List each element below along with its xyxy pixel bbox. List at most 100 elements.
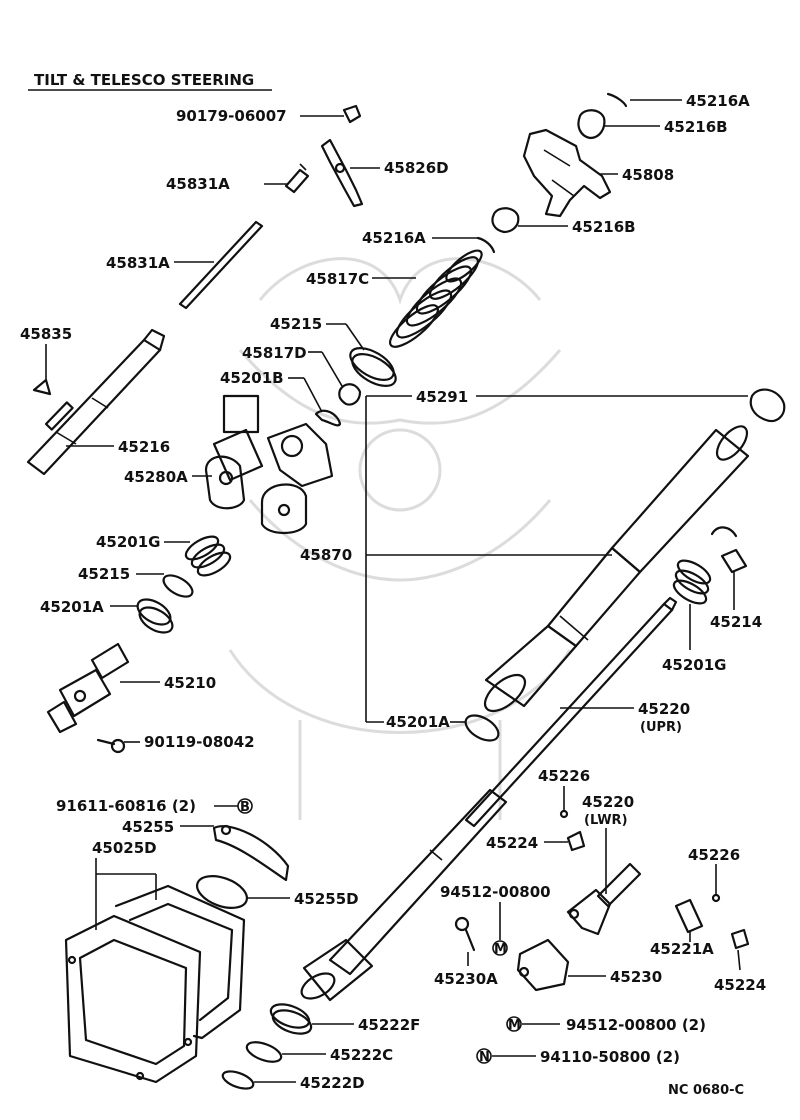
part-45222D-ring xyxy=(221,1070,255,1090)
part-45831A-pin-small xyxy=(284,163,310,194)
label-45215-lower: 45215 xyxy=(78,565,130,583)
label-45870: 45870 xyxy=(300,546,352,564)
label-45210: 45210 xyxy=(164,674,216,692)
part-45222F-cap xyxy=(269,1003,313,1035)
part-45201A-ring-right xyxy=(464,714,500,742)
diagram-title: TILT & TELESCO STEERING xyxy=(34,71,254,89)
part-45216-main-shaft xyxy=(26,328,166,476)
label-45230: 45230 xyxy=(610,968,662,986)
label-45220-lwr-qualifier: (LWR) xyxy=(584,813,628,828)
label-45220-upr: 45220 xyxy=(638,700,690,718)
label-45280A: 45280A xyxy=(124,468,188,486)
part-45291-cap xyxy=(749,388,786,423)
part-45221A-pin xyxy=(674,898,704,934)
part-45255D-oring xyxy=(196,875,248,909)
part-45220-upr-shaft xyxy=(464,596,678,828)
label-90179-06007: 90179-06007 xyxy=(176,107,287,125)
label-45226-top: 45226 xyxy=(538,767,590,785)
label-45201A-left: 45201A xyxy=(40,598,104,616)
part-45215-ring-upper xyxy=(349,347,397,387)
label-45221A: 45221A xyxy=(650,940,714,958)
label-45817C: 45817C xyxy=(306,270,369,288)
symbol-b: B xyxy=(237,798,253,815)
label-45215-upper: 45215 xyxy=(270,315,322,333)
label-45222C: 45222C xyxy=(330,1046,393,1064)
part-45224-clip-mid xyxy=(566,830,586,852)
part-45831A-rod xyxy=(178,220,264,310)
part-45214-clip xyxy=(710,526,748,574)
label-45216B-top: 45216B xyxy=(664,118,728,136)
label-94512-00800: 94512-00800 xyxy=(440,883,551,901)
footer-code: NC 0680-C xyxy=(668,1083,744,1098)
part-45215-ring-lower xyxy=(162,574,194,598)
label-45224-right: 45224 xyxy=(714,976,766,994)
label-45224-mid: 45224 xyxy=(486,834,538,852)
label-45201B: 45201B xyxy=(220,369,284,387)
label-45025D: 45025D xyxy=(92,839,157,857)
part-45216B-bushing-mid xyxy=(491,207,520,234)
label-94512-00800-2: 94512-00800 (2) xyxy=(566,1016,706,1034)
part-45826D-lever xyxy=(320,138,364,208)
symbol-m-legend-text: M xyxy=(508,1018,521,1033)
label-45222D: 45222D xyxy=(300,1074,365,1092)
part-45222C-ring xyxy=(245,1041,283,1063)
label-94110-50800-2: 94110-50800 (2) xyxy=(540,1048,680,1066)
part-45220-lwr-tube xyxy=(300,788,508,1002)
part-45201A-ring-left xyxy=(136,598,174,634)
label-45255: 45255 xyxy=(122,818,174,836)
label-45255D: 45255D xyxy=(294,890,359,908)
symbol-n-legend-text: N xyxy=(479,1050,490,1065)
label-45808: 45808 xyxy=(622,166,674,184)
part-45201G-bellows-right xyxy=(672,559,712,605)
label-45216A-mid: 45216A xyxy=(362,229,426,247)
part-45201B-snap-ring xyxy=(314,409,342,427)
part-45230A-bolt xyxy=(454,916,476,952)
watermark-crest xyxy=(228,257,572,820)
symbol-n-legend: N xyxy=(476,1048,492,1065)
label-45216: 45216 xyxy=(118,438,170,456)
label-45230A: 45230A xyxy=(434,970,498,988)
label-90119-08042: 90119-08042 xyxy=(144,733,255,751)
part-45201G-bellows-left xyxy=(184,535,232,577)
label-45222F: 45222F xyxy=(358,1016,420,1034)
part-90179-06007-nut xyxy=(342,104,362,124)
label-45201A-right: 45201A xyxy=(386,713,450,731)
part-45230-bracket xyxy=(516,938,570,992)
part-45817D-bushing xyxy=(338,383,362,406)
part-45808-tilt-bracket xyxy=(522,128,612,218)
symbol-m-legend: M xyxy=(506,1016,522,1033)
symbol-m-top-text: M xyxy=(494,942,507,957)
label-45831A-rod: 45831A xyxy=(106,254,170,272)
part-45220-lwr-shaft xyxy=(566,862,642,936)
label-45216B-mid: 45216B xyxy=(572,218,636,236)
part-45835-cap xyxy=(32,378,52,396)
symbol-b-text: B xyxy=(240,800,250,815)
part-45226-ball-right xyxy=(711,893,721,903)
part-45224-clip-right xyxy=(730,928,750,950)
part-90119-08042-bolt xyxy=(96,738,126,754)
part-45216B-bushing-top xyxy=(577,109,606,140)
label-45216A-top: 45216A xyxy=(686,92,750,110)
label-45214: 45214 xyxy=(710,613,762,631)
label-91611-60816: 91611-60816 (2) xyxy=(56,797,196,815)
label-45831A-small: 45831A xyxy=(166,175,230,193)
part-45226-ball-top xyxy=(559,809,569,819)
part-45255-clamp xyxy=(212,824,290,882)
label-45835: 45835 xyxy=(20,325,72,343)
label-45817D: 45817D xyxy=(242,344,307,362)
label-45220-lwr: 45220 xyxy=(582,793,634,811)
leader-lines xyxy=(45,99,748,1083)
part-45280A-u-joint xyxy=(204,394,334,535)
part-45216A-clip-mid xyxy=(476,236,496,254)
label-45201G-left: 45201G xyxy=(96,533,161,551)
part-45216A-clip-top xyxy=(606,92,628,108)
title-block: TILT & TELESCO STEERING xyxy=(28,71,272,91)
part-45025D-boot xyxy=(64,884,246,1084)
part-labels: 45216A 90179-06007 45216B 45826D 45808 4… xyxy=(20,92,766,1098)
part-45210-joint xyxy=(46,642,130,734)
label-45226-right: 45226 xyxy=(688,846,740,864)
label-45220-upr-qualifier: (UPR) xyxy=(640,720,682,735)
symbol-m-top: M xyxy=(492,940,508,957)
label-45826D: 45826D xyxy=(384,159,449,177)
